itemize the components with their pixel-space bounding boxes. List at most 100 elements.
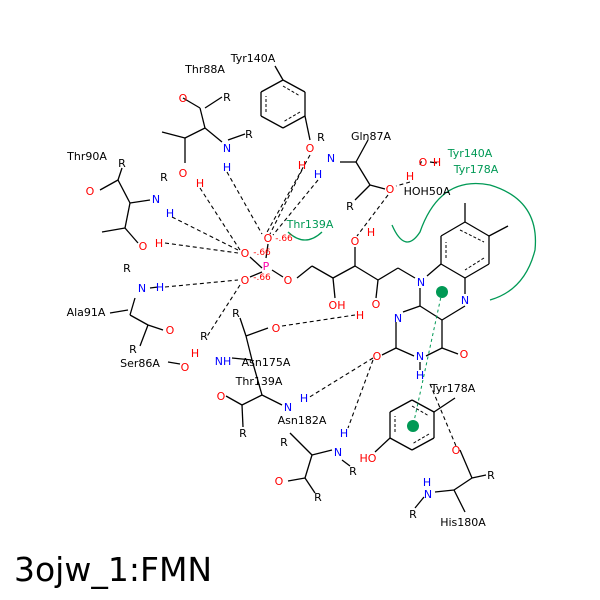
atom-label: R bbox=[118, 157, 126, 170]
atom-label: H bbox=[433, 156, 441, 169]
hydrogen-bond bbox=[347, 359, 374, 429]
diagram-title: 3ojw_1:FMN bbox=[14, 550, 213, 589]
bond bbox=[332, 277, 336, 299]
atom-label: O bbox=[351, 235, 360, 248]
hydrogen-bond bbox=[265, 154, 311, 235]
atom-label: O bbox=[275, 475, 284, 488]
atom-label: O bbox=[373, 350, 382, 363]
hydrogen-bond bbox=[164, 242, 239, 254]
hydrogen-bond bbox=[205, 284, 241, 339]
bond bbox=[99, 179, 119, 191]
hydrogen-bond bbox=[395, 181, 411, 187]
bond bbox=[332, 265, 356, 279]
bond bbox=[440, 221, 466, 237]
bond bbox=[245, 335, 253, 361]
atom-label: OH bbox=[329, 299, 346, 312]
bond bbox=[369, 184, 386, 190]
bond bbox=[261, 394, 283, 406]
atom-label: O bbox=[372, 298, 381, 311]
hydrogen-bond bbox=[307, 357, 374, 399]
hydrogen-bond bbox=[281, 314, 356, 327]
hydrophobic-residue-label: Tyr140A bbox=[447, 147, 493, 160]
hydrogen-bond bbox=[272, 179, 319, 236]
atom-label: H bbox=[166, 207, 174, 220]
atom-label: N bbox=[284, 401, 292, 414]
residue-label: Tyr178A bbox=[430, 382, 476, 395]
atom-label: N bbox=[394, 312, 402, 325]
hydrogen-bond bbox=[226, 171, 263, 235]
bond bbox=[389, 437, 413, 451]
atom-label: R bbox=[239, 427, 247, 440]
atom-label: R bbox=[160, 171, 168, 184]
atom-label: O bbox=[139, 240, 148, 253]
bond bbox=[227, 133, 246, 141]
bond bbox=[377, 267, 399, 281]
atom-label: O bbox=[86, 185, 95, 198]
partial-charge: -.66 bbox=[275, 234, 293, 244]
bond bbox=[296, 265, 313, 279]
bond bbox=[434, 489, 455, 493]
bond bbox=[271, 269, 284, 278]
bond bbox=[231, 357, 253, 361]
bond bbox=[139, 324, 149, 347]
bond bbox=[239, 317, 247, 337]
bond bbox=[433, 397, 456, 413]
atom-label: H bbox=[223, 161, 231, 174]
bond bbox=[425, 347, 443, 357]
atom-label: R bbox=[129, 343, 137, 356]
bond bbox=[414, 496, 425, 509]
bond bbox=[411, 437, 435, 451]
bond bbox=[304, 454, 313, 479]
bond bbox=[249, 271, 263, 278]
bond bbox=[117, 179, 131, 204]
bond bbox=[129, 199, 151, 204]
atom-label: O bbox=[181, 361, 190, 374]
atom-label: O bbox=[217, 390, 226, 403]
residue-label: HOH50A bbox=[404, 185, 451, 198]
bond bbox=[204, 127, 223, 143]
atom-label: R bbox=[232, 307, 240, 320]
atom-label: N bbox=[416, 350, 424, 363]
residue-label: Ser86A bbox=[120, 357, 160, 370]
aromatic-bond bbox=[459, 229, 485, 243]
bond bbox=[101, 227, 126, 233]
atom-label: P bbox=[263, 260, 270, 273]
bond bbox=[225, 395, 243, 406]
atom-label: N bbox=[461, 294, 469, 307]
atom-label: R bbox=[200, 330, 208, 343]
atom-label: R bbox=[409, 508, 417, 521]
hydrophobic-contact-tyr bbox=[391, 182, 537, 301]
atom-label: O bbox=[419, 156, 428, 169]
partial-charge: -.66 bbox=[253, 248, 271, 258]
bond bbox=[245, 327, 269, 337]
bond bbox=[488, 225, 509, 237]
atom-label: H bbox=[191, 347, 199, 360]
atom-label: NH bbox=[215, 355, 232, 368]
hydrophobic-residue-label: Thr139A bbox=[286, 218, 334, 231]
hydrogen-bond bbox=[419, 159, 423, 166]
bond bbox=[426, 263, 442, 277]
bond bbox=[464, 263, 490, 279]
atom-label: H bbox=[416, 369, 424, 382]
bond bbox=[282, 115, 306, 129]
residue-label: Asn182A bbox=[278, 414, 327, 427]
bond bbox=[249, 256, 263, 269]
bond bbox=[411, 399, 435, 413]
atom-label: H bbox=[155, 237, 163, 250]
bond bbox=[289, 432, 313, 456]
ring-centroid-flavin bbox=[436, 286, 448, 298]
atom-label: O bbox=[460, 348, 469, 361]
atom-label: N bbox=[327, 152, 335, 165]
bond bbox=[374, 437, 391, 453]
bond bbox=[149, 286, 159, 289]
residue-label: Tyr140A bbox=[230, 52, 276, 65]
bond bbox=[129, 297, 136, 316]
atom-label: R bbox=[314, 491, 322, 504]
bond bbox=[274, 65, 284, 81]
atom-label: O bbox=[452, 444, 461, 457]
atom-label: O bbox=[179, 92, 188, 105]
bond bbox=[311, 449, 333, 456]
bond bbox=[397, 267, 416, 279]
residue-label: Ala91A bbox=[67, 306, 106, 319]
atom-label: O bbox=[306, 142, 315, 155]
